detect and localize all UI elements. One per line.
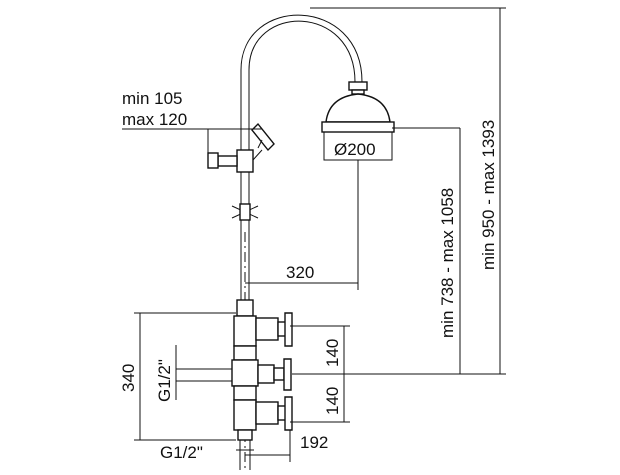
body-width-label: 340 <box>119 364 138 392</box>
side-inlet-pipe <box>176 368 232 382</box>
depth-label: 192 <box>300 433 328 452</box>
arm-max-label: max 120 <box>122 110 187 129</box>
arm-min-label: min 105 <box>122 89 182 108</box>
lower-spacing-label: 140 <box>323 387 342 415</box>
side-thread-label: G1/2" <box>155 359 174 402</box>
mixer-body <box>231 299 293 451</box>
shower-head <box>321 81 395 168</box>
total-height-label: min 950 - max 1393 <box>479 120 498 270</box>
head-diameter-label: Ø200 <box>334 140 376 159</box>
hand-shower-holder <box>207 122 275 173</box>
slider-clip <box>231 203 259 221</box>
arm-reach-label: 320 <box>286 263 314 282</box>
dimension-lines <box>122 7 506 470</box>
upper-spacing-label: 140 <box>323 339 342 367</box>
bottom-thread-label: G1/2" <box>160 443 203 462</box>
gooseneck-arm <box>240 14 363 300</box>
head-height-label: min 738 - max 1058 <box>438 188 457 338</box>
